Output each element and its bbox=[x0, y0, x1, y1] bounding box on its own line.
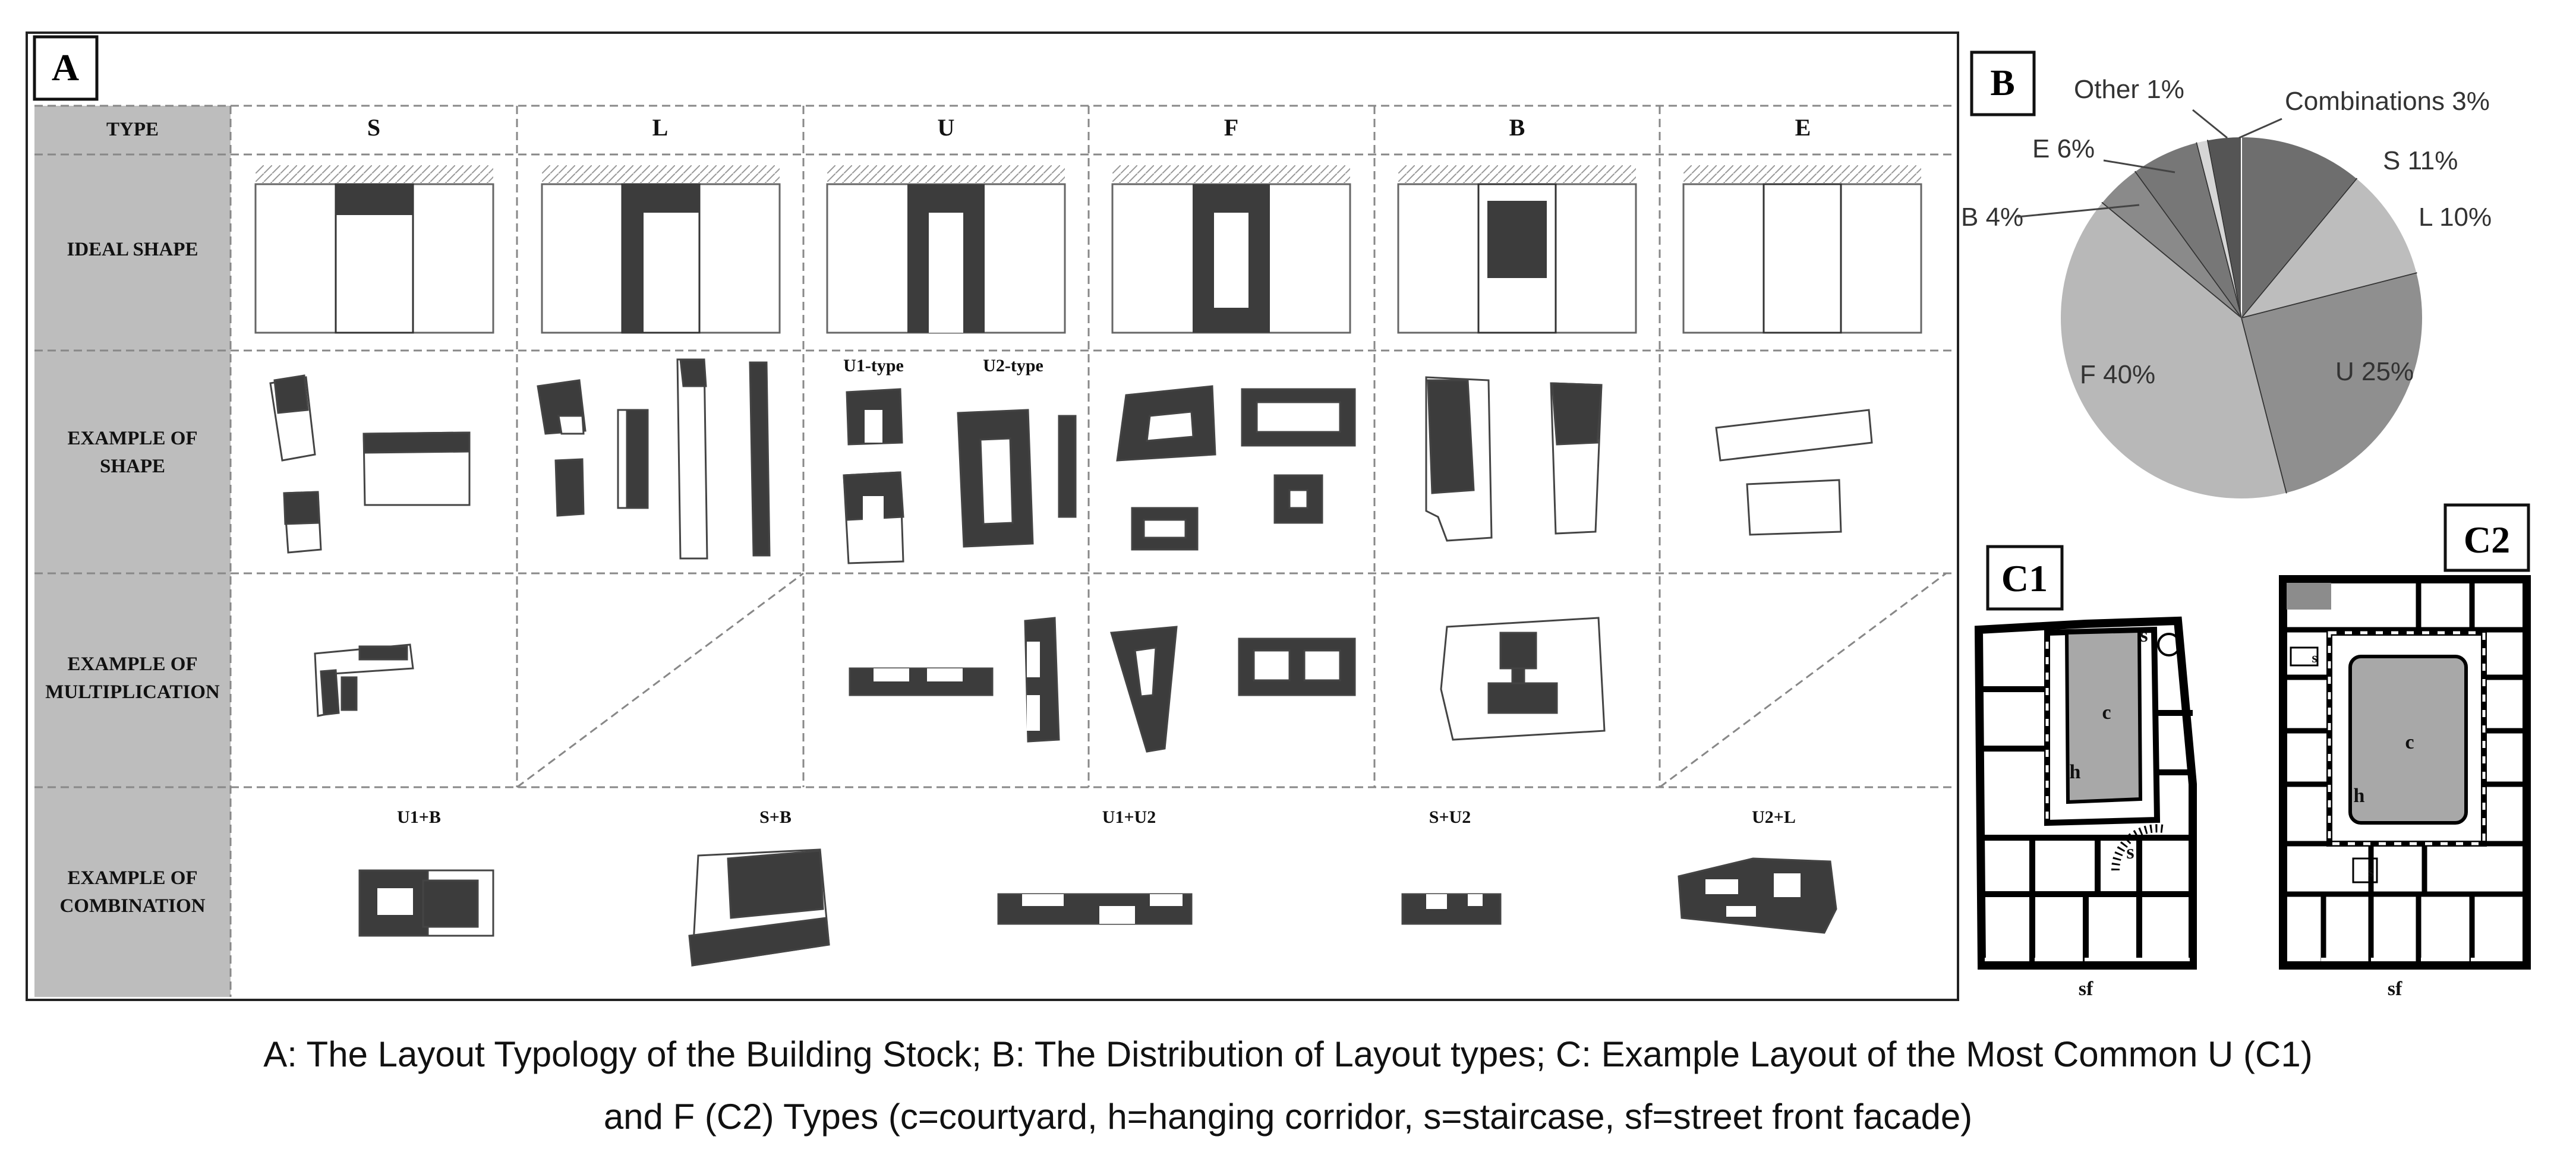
c2-facade-label: sf bbox=[2388, 978, 2402, 1000]
ideal-shape-f bbox=[1111, 165, 1351, 334]
c1-facade-label: sf bbox=[2079, 978, 2093, 1000]
pie-slice-l bbox=[2240, 177, 2418, 319]
c1-corridor-label: h bbox=[2070, 761, 2081, 783]
panel-a: A TYPE IDEAL SHAPE EXAMPLE OF SHAPE bbox=[26, 31, 1959, 1001]
type-header-l: L bbox=[652, 114, 669, 141]
pie-leader-line bbox=[2192, 109, 2228, 139]
pie-label-b: B 4% bbox=[1961, 203, 2023, 232]
panel-c2: C2 c h s bbox=[2279, 503, 2531, 1000]
pie-separator bbox=[2134, 171, 2242, 318]
panel-c2-label: C2 bbox=[2464, 519, 2510, 561]
panel-b-label: B bbox=[1990, 63, 2014, 103]
multiplication-s bbox=[314, 643, 414, 717]
c1-staircase-label-2: s bbox=[2126, 841, 2134, 863]
multiplication-f bbox=[1110, 626, 1356, 753]
type-header-f: F bbox=[1224, 114, 1238, 141]
example-shapes-u: U1-type U2-type bbox=[843, 356, 1077, 564]
pie-label-other: Other 1% bbox=[2074, 75, 2184, 104]
example-shapes-s bbox=[269, 374, 471, 554]
pie-leader-line bbox=[2238, 118, 2282, 139]
row-header-column bbox=[34, 106, 231, 997]
pie-chart: S 11% L 10% U 25% F 40% B 4% E 6% Other 1% Comb… bbox=[1961, 75, 2492, 500]
panel-a-label: A bbox=[52, 46, 79, 89]
c1-courtyard-label: c bbox=[2102, 702, 2111, 724]
combination-s-b bbox=[688, 848, 830, 967]
pie-slice-f bbox=[2060, 201, 2288, 500]
example-shapes-b bbox=[1425, 376, 1603, 542]
row-header-example-multiplication-2: MULTIPLICATION bbox=[45, 681, 220, 703]
type-header-e: E bbox=[1795, 114, 1811, 141]
pie-label-e: E 6% bbox=[2032, 134, 2095, 163]
combination-u1-b bbox=[358, 869, 494, 937]
row-header-example-multiplication: EXAMPLE OF bbox=[67, 654, 197, 675]
u1-type-label: U1-type bbox=[843, 356, 904, 375]
c2-courtyard-label: c bbox=[2405, 731, 2414, 753]
combination-label-s-b: S+B bbox=[759, 807, 792, 827]
row-header-example-shape-2: SHAPE bbox=[100, 456, 165, 477]
panel-b: B S 11% L 10% U 25% F 40% B 4% E 6% Other 1% Co… bbox=[1961, 50, 2492, 500]
pie-label-f: F 40% bbox=[2080, 360, 2155, 389]
pie-leader-line bbox=[2103, 159, 2175, 173]
pie-separator bbox=[2241, 317, 2287, 494]
multiplication-b bbox=[1440, 617, 1606, 741]
multiplication-u bbox=[849, 617, 1060, 743]
type-header-u: U bbox=[938, 114, 955, 141]
c1-staircase-label: s bbox=[2140, 624, 2148, 646]
pie-slice-s bbox=[2241, 135, 2358, 320]
ideal-shape-s bbox=[254, 165, 494, 334]
pie-separator bbox=[2241, 272, 2417, 318]
combination-u2-l bbox=[1678, 857, 1837, 934]
pie-leader-line bbox=[2017, 204, 2140, 218]
c2-staircase-label-2: s bbox=[2368, 864, 2373, 880]
u2-type-label: U2-type bbox=[983, 356, 1043, 375]
panel-c1-label: C1 bbox=[2001, 557, 2048, 599]
ideal-shape-b bbox=[1397, 165, 1637, 334]
combination-label-s-u2: S+U2 bbox=[1429, 807, 1471, 827]
pie-slice-u bbox=[2240, 272, 2423, 494]
example-shapes-l bbox=[537, 358, 771, 560]
example-shapes-f bbox=[1116, 385, 1356, 551]
combination-label-u2-l: U2+L bbox=[1752, 807, 1796, 827]
pie-separator bbox=[2241, 178, 2358, 318]
caption-line-2: and F (C2) Types (c=courtyard, h=hanging… bbox=[603, 1097, 1973, 1137]
c2-corridor-label: h bbox=[2354, 785, 2365, 807]
combination-label-u1-u2: U1+U2 bbox=[1102, 807, 1156, 827]
example-shapes-e bbox=[1715, 409, 1873, 536]
table-grid bbox=[34, 105, 1955, 997]
pie-separator bbox=[2101, 201, 2242, 318]
pie-separator bbox=[2206, 140, 2242, 318]
row-header-example-shape: EXAMPLE OF bbox=[67, 428, 197, 449]
combination-u1-u2 bbox=[997, 893, 1193, 925]
ideal-shape-l bbox=[541, 165, 781, 334]
pie-label-u: U 25% bbox=[2335, 357, 2414, 386]
ideal-shape-e bbox=[1682, 165, 1922, 334]
panel-c1: C1 c h s s bbox=[1974, 545, 2197, 1000]
row-header-ideal-shape: IDEAL SHAPE bbox=[67, 239, 198, 260]
combination-s-u2 bbox=[1401, 893, 1502, 925]
type-header-b: B bbox=[1509, 114, 1525, 141]
combination-label-u1-b: U1+B bbox=[397, 807, 441, 827]
row-header-example-combination-2: COMBINATION bbox=[59, 895, 205, 917]
pie-label-l: L 10% bbox=[2419, 203, 2492, 232]
caption-line-1: A: The Layout Typology of the Building S… bbox=[263, 1034, 2313, 1074]
pie-label-s: S 11% bbox=[2383, 146, 2458, 175]
pie-label-combinations: Combinations 3% bbox=[2285, 87, 2490, 116]
type-header-s: S bbox=[367, 114, 380, 141]
pie-separator bbox=[2196, 142, 2242, 318]
row-header-type: TYPE bbox=[106, 119, 159, 140]
c2-staircase-label: s bbox=[2312, 651, 2317, 666]
row-header-example-combination: EXAMPLE OF bbox=[67, 867, 197, 889]
ideal-shape-u bbox=[826, 165, 1066, 334]
